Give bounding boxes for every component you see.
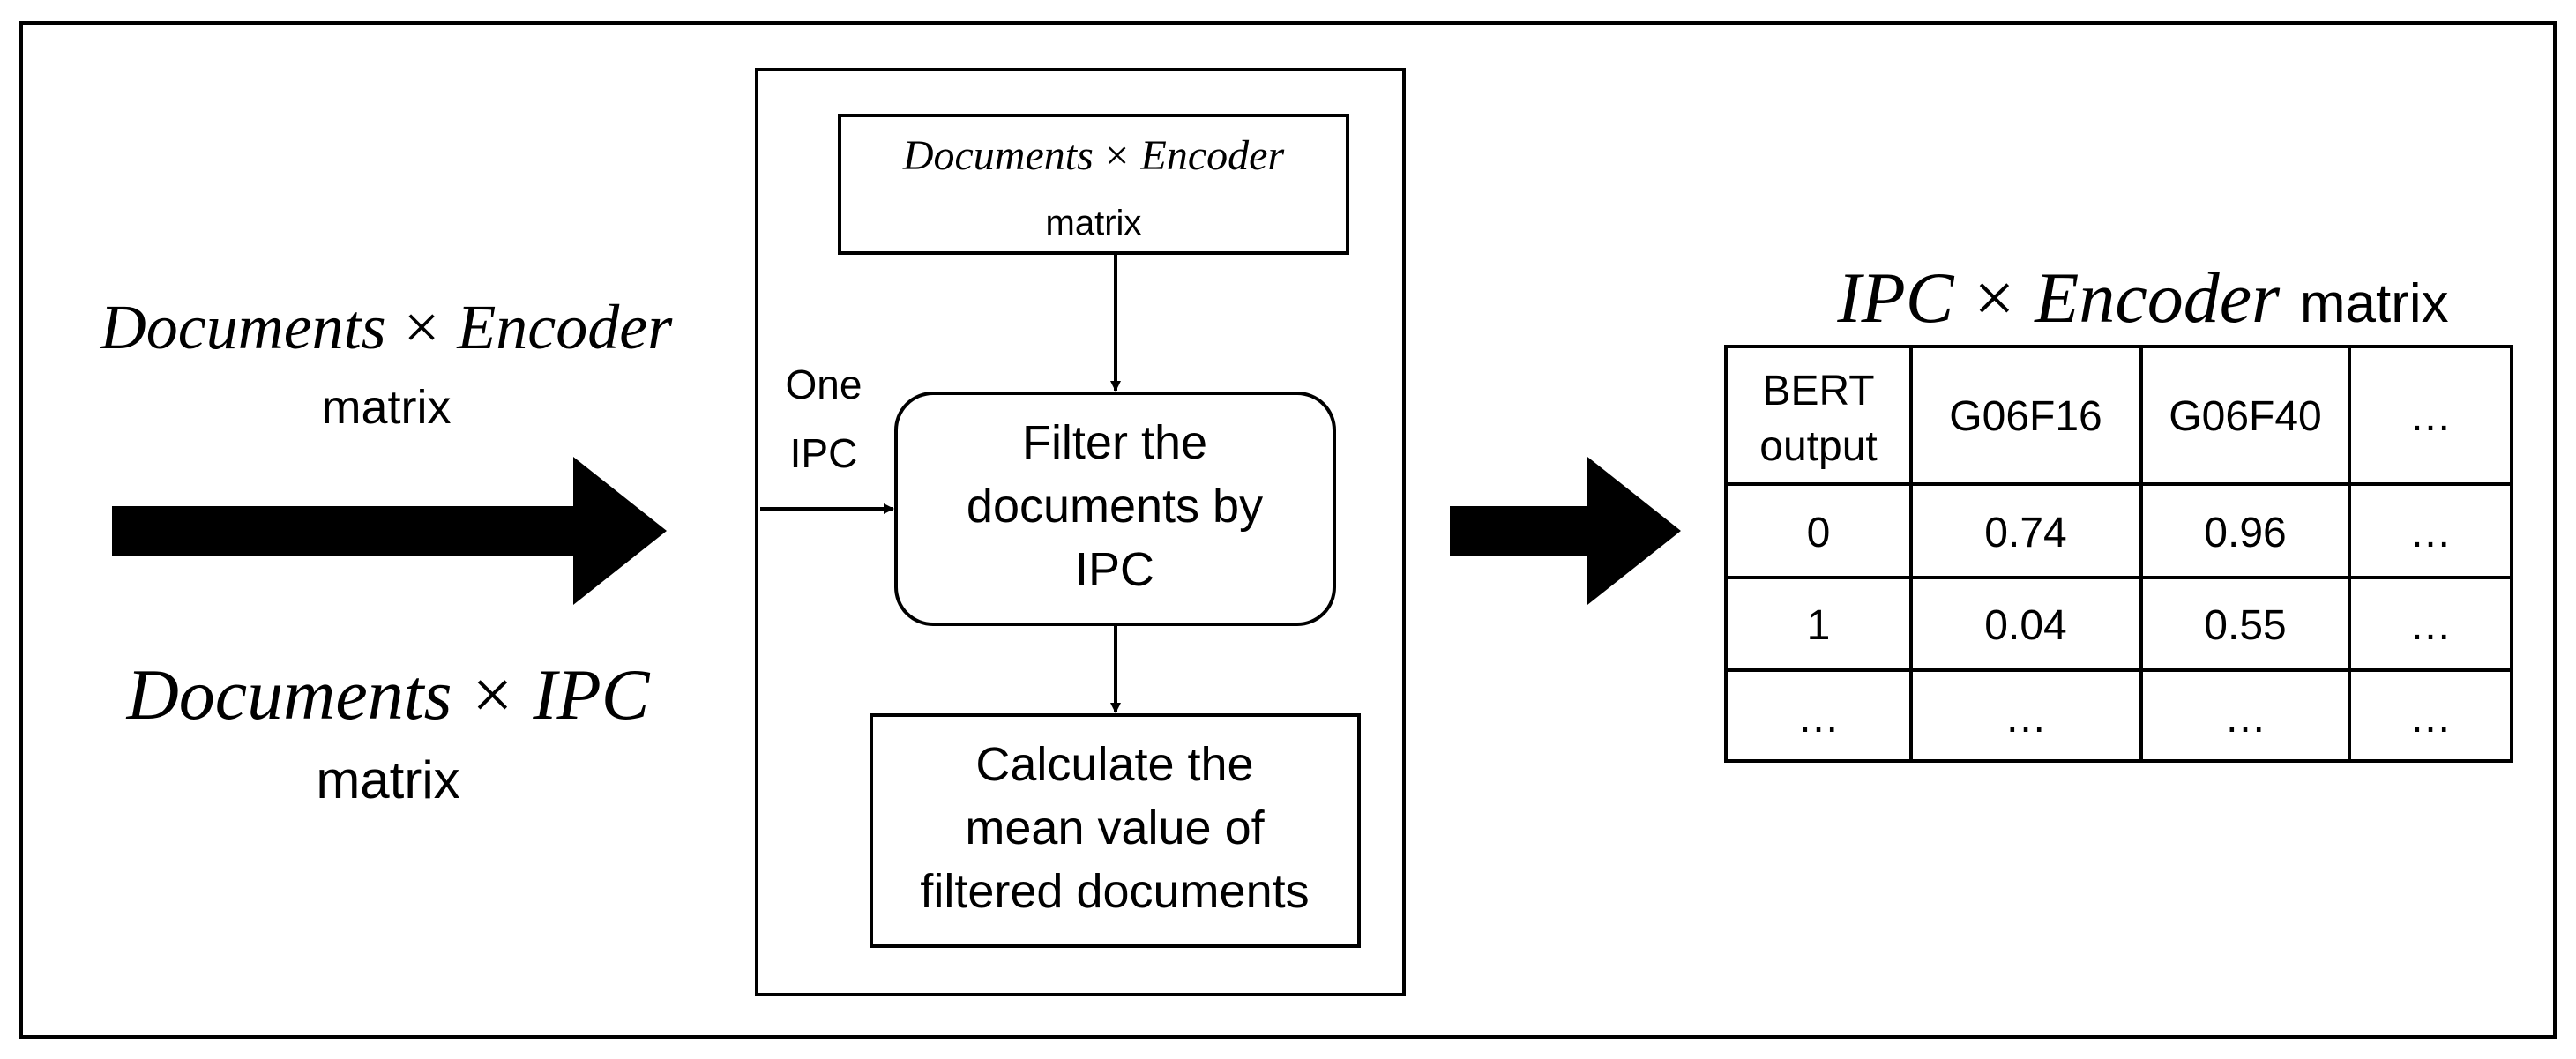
table-cell: …: [2005, 695, 2047, 742]
input-2-formula: Documents × IPC: [126, 654, 651, 735]
one-ipc-label-1: One: [786, 362, 862, 407]
table-cell: …: [2409, 510, 2452, 556]
table-cell: 0: [1807, 510, 1831, 556]
table-header-col1-line1: BERT: [1762, 368, 1874, 414]
table-header-col2: G06F16: [1949, 393, 2102, 440]
table-cell: …: [2409, 602, 2452, 649]
table-cell: 0.04: [1984, 602, 2066, 649]
big-arrow-left: [112, 457, 667, 605]
output-title: IPC × Encoder matrix: [1836, 257, 2448, 338]
filter-box-line-1: Filter the: [1022, 416, 1207, 469]
mean-box: [870, 713, 1361, 948]
mean-box-line-3: filtered documents: [920, 865, 1309, 918]
filter-box-line-2: documents by: [967, 480, 1263, 533]
table-cell: …: [1797, 695, 1840, 742]
table-cell: 0.55: [2204, 602, 2286, 649]
table-header-col1-line2: output: [1759, 423, 1877, 470]
process-panel: [755, 68, 1406, 996]
table-cell: 0.96: [2204, 510, 2286, 556]
top-matrix-formula: Documents × Encoder: [902, 132, 1285, 179]
table-header-col4: …: [2409, 393, 2452, 440]
table-cell: 0.74: [1984, 510, 2066, 556]
output-table: BERT output G06F16 G06F40 … 0 0.74 0.96 …: [1724, 345, 2513, 763]
table-border: [1724, 345, 2513, 763]
mean-box-line-1: Calculate the: [975, 738, 1253, 791]
input-1-formula: Documents × Encoder: [100, 292, 673, 362]
mean-box-line-2: mean value of: [965, 802, 1265, 854]
input-1-label: matrix: [322, 381, 452, 434]
table-cell: …: [2409, 695, 2452, 742]
table-cell: …: [2224, 695, 2266, 742]
one-ipc-label-2: IPC: [790, 430, 858, 476]
filter-box-line-3: IPC: [1075, 543, 1154, 596]
table-header-col3: G06F40: [2169, 393, 2321, 440]
input-2-label: matrix: [316, 750, 459, 809]
table-cell: 1: [1807, 602, 1831, 649]
outer-frame: [19, 21, 2557, 1039]
top-matrix-label: matrix: [1046, 204, 1142, 242]
top-matrix-box: [838, 114, 1349, 255]
filter-box: [894, 392, 1336, 626]
big-arrow-right: [1450, 457, 1681, 605]
